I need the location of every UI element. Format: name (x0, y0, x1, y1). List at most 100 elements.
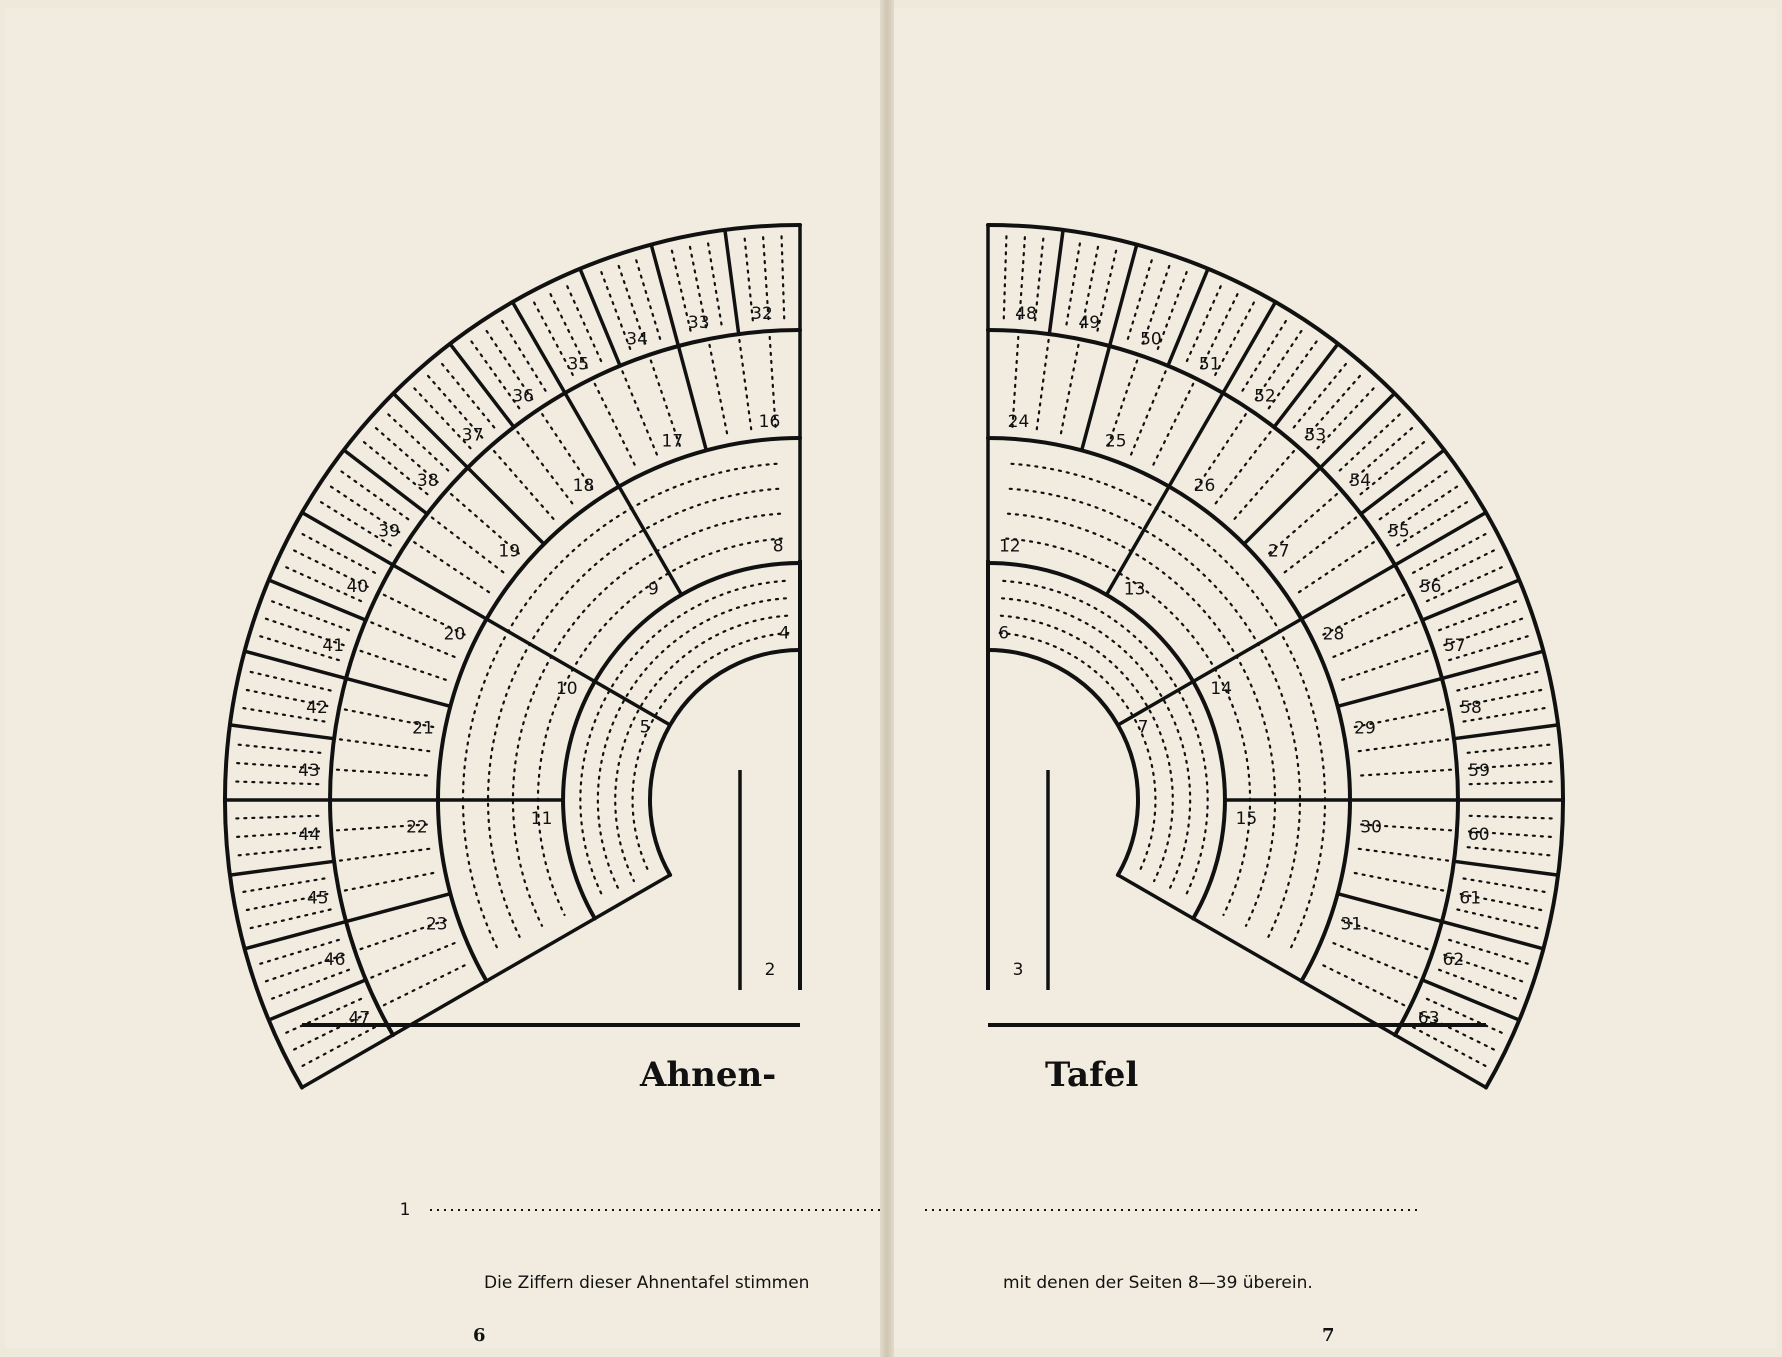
dotted-ray-left-gen5-13-3 (244, 908, 332, 931)
divider-left-gen4-2 (563, 391, 621, 489)
ancestor-number-46: 46 (324, 950, 346, 970)
dotted-ray-left-gen4-3-1 (450, 493, 520, 555)
dotted-ray-left-gen4-4-2 (370, 621, 456, 659)
dotted-arc-left-0-1 (631, 631, 790, 875)
ancestor-number-43: 43 (298, 761, 320, 781)
dotted-ray-left-gen5-2-2 (615, 260, 647, 345)
dotted-ray-left-gen5-4-2 (482, 325, 534, 401)
ancestor-number-57: 57 (1444, 636, 1466, 656)
dotted-ray-left-gen5-11-2 (231, 761, 321, 770)
dotted-ray-left-gen5-9-3 (254, 633, 340, 662)
dotted-ray-left-gen4-1-1 (649, 359, 681, 447)
ancestor-number-36: 36 (512, 386, 534, 406)
divider-left-gen2-1 (593, 679, 672, 727)
dotted-ray-right-gen5-8-3 (1425, 564, 1508, 603)
dotted-ray-right-gen5-0-2 (1018, 231, 1027, 321)
dotted-ray-right-gen5-4-1 (1241, 315, 1290, 392)
dotted-ray-left-gen5-7-1 (336, 467, 410, 521)
dotted-ray-left-gen5-11-1 (232, 743, 322, 754)
dotted-ray-left-gen5-1-1 (706, 237, 723, 326)
dotted-ray-right-gen4-7-2 (1332, 941, 1418, 979)
divider-right-gen5-14 (1440, 919, 1546, 951)
ancestor-number-26: 26 (1194, 476, 1216, 496)
dotted-ray-right-gen5-14-1 (1448, 938, 1534, 967)
divider-left-gen5-3 (578, 267, 622, 368)
dotted-ray-left-gen4-1-3 (593, 382, 636, 466)
ancestor-number-15: 15 (1236, 809, 1258, 829)
dotted-ray-right-gen5-3-1 (1185, 280, 1224, 363)
dotted-ray-left-gen5-7-2 (325, 482, 401, 534)
ancestor-number-21: 21 (412, 719, 434, 739)
dotted-ray-right-gen4-1-3 (1152, 382, 1195, 466)
dotted-ray-right-gen5-3-3 (1214, 297, 1258, 376)
ancestor-number-28: 28 (1323, 624, 1345, 644)
dotted-arc-right-1-4 (1010, 462, 1327, 949)
dotted-ray-right-gen5-7-2 (1387, 482, 1463, 534)
dotted-ray-right-gen5-5-1 (1292, 359, 1351, 429)
dotted-ray-left-gen5-10-1 (244, 669, 332, 692)
divider-right-gen5-8 (1393, 510, 1488, 567)
dotted-ray-right-gen5-0-3 (1034, 232, 1045, 322)
ancestor-number-54: 54 (1349, 471, 1371, 491)
dotted-ray-right-gen5-1-1 (1065, 237, 1082, 326)
dotted-ray-left-gen5-5-2 (423, 371, 484, 439)
dotted-ray-right-gen4-1-1 (1107, 359, 1139, 447)
page-number-right: 7 (1322, 1325, 1335, 1346)
dotted-ray-right-gen5-14-3 (1437, 968, 1522, 1002)
dotted-ray-left-gen4-6-2 (338, 847, 431, 862)
dotted-ray-right-gen5-2-2 (1141, 260, 1173, 345)
dotted-ray-right-gen5-6-2 (1349, 423, 1417, 484)
divider-right-gen4-1 (1079, 344, 1112, 453)
ancestor-number-20: 20 (444, 624, 466, 644)
dotted-ray-left-gen5-6-1 (383, 409, 450, 472)
divider-left-gen5-13 (228, 859, 336, 877)
dotted-ray-left-gen5-15-3 (297, 1026, 376, 1070)
dotted-ray-left-gen4-6-1 (335, 823, 428, 832)
dotted-ray-right-gen5-12-2 (1467, 830, 1557, 839)
dotted-ray-right-gen4-5-3 (1360, 768, 1453, 777)
ancestor-number-45: 45 (307, 888, 329, 908)
dotted-ray-left-gen4-2-2 (516, 430, 574, 505)
ancestor-number-38: 38 (417, 471, 439, 491)
dotted-ray-left-gen5-6-2 (371, 423, 439, 484)
dotted-ray-left-gen5-3-2 (547, 288, 588, 369)
dotted-ray-left-gen4-0-2 (738, 338, 753, 431)
dotted-ray-left-gen5-7-3 (315, 498, 392, 547)
ancestor-number-24: 24 (1008, 412, 1030, 432)
ancestor-number-55: 55 (1388, 522, 1410, 542)
divider-left-gen5-5 (448, 342, 516, 429)
divider-right-gen5-4 (1221, 300, 1278, 395)
dotted-ray-right-gen5-5-3 (1316, 383, 1379, 450)
ancestor-number-16: 16 (759, 412, 781, 432)
ancestor-number-52: 52 (1254, 386, 1276, 406)
dotted-ray-right-gen4-6-3 (1353, 871, 1445, 892)
ancestor-number-48: 48 (1015, 304, 1037, 324)
dotted-ray-right-gen4-1-2 (1129, 370, 1167, 456)
divider-left-gen5-4 (510, 300, 567, 395)
dotted-ray-left-gen5-0-3 (743, 232, 754, 322)
dotted-ray-right-gen5-7-3 (1396, 498, 1473, 547)
dotted-ray-right-gen5-11-2 (1467, 761, 1557, 770)
ancestor-number-11: 11 (531, 809, 553, 829)
dotted-ray-right-gen5-0-1 (1002, 230, 1008, 320)
ancestor-number-41: 41 (322, 636, 344, 656)
dotted-ray-left-gen5-1-3 (669, 244, 692, 332)
divider-left-gen5-15 (267, 978, 368, 1022)
divider-right-gen5-7 (1359, 448, 1446, 516)
ring-arc-right-5 (986, 223, 1566, 1090)
dotted-ray-right-gen5-12-1 (1468, 814, 1558, 820)
dotted-ray-right-gen5-13-1 (1462, 877, 1551, 894)
dotted-ray-right-gen5-13-2 (1459, 892, 1548, 913)
dotted-ray-left-gen5-5-3 (409, 383, 472, 450)
ring-arc-left-1 (648, 648, 802, 877)
divider-left-gen5-7 (342, 448, 429, 516)
right-page (889, 8, 1777, 1348)
ancestor-number-18: 18 (573, 476, 595, 496)
divider-left-gen5-1 (723, 228, 741, 336)
dotted-ray-right-gen4-4-2 (1332, 621, 1418, 659)
dotted-ray-right-gen4-3-1 (1268, 493, 1339, 555)
chart-title-left: Ahnen- (640, 1055, 777, 1095)
ancestor-number-25: 25 (1105, 432, 1127, 452)
dotted-ray-left-gen4-7-1 (359, 919, 447, 951)
